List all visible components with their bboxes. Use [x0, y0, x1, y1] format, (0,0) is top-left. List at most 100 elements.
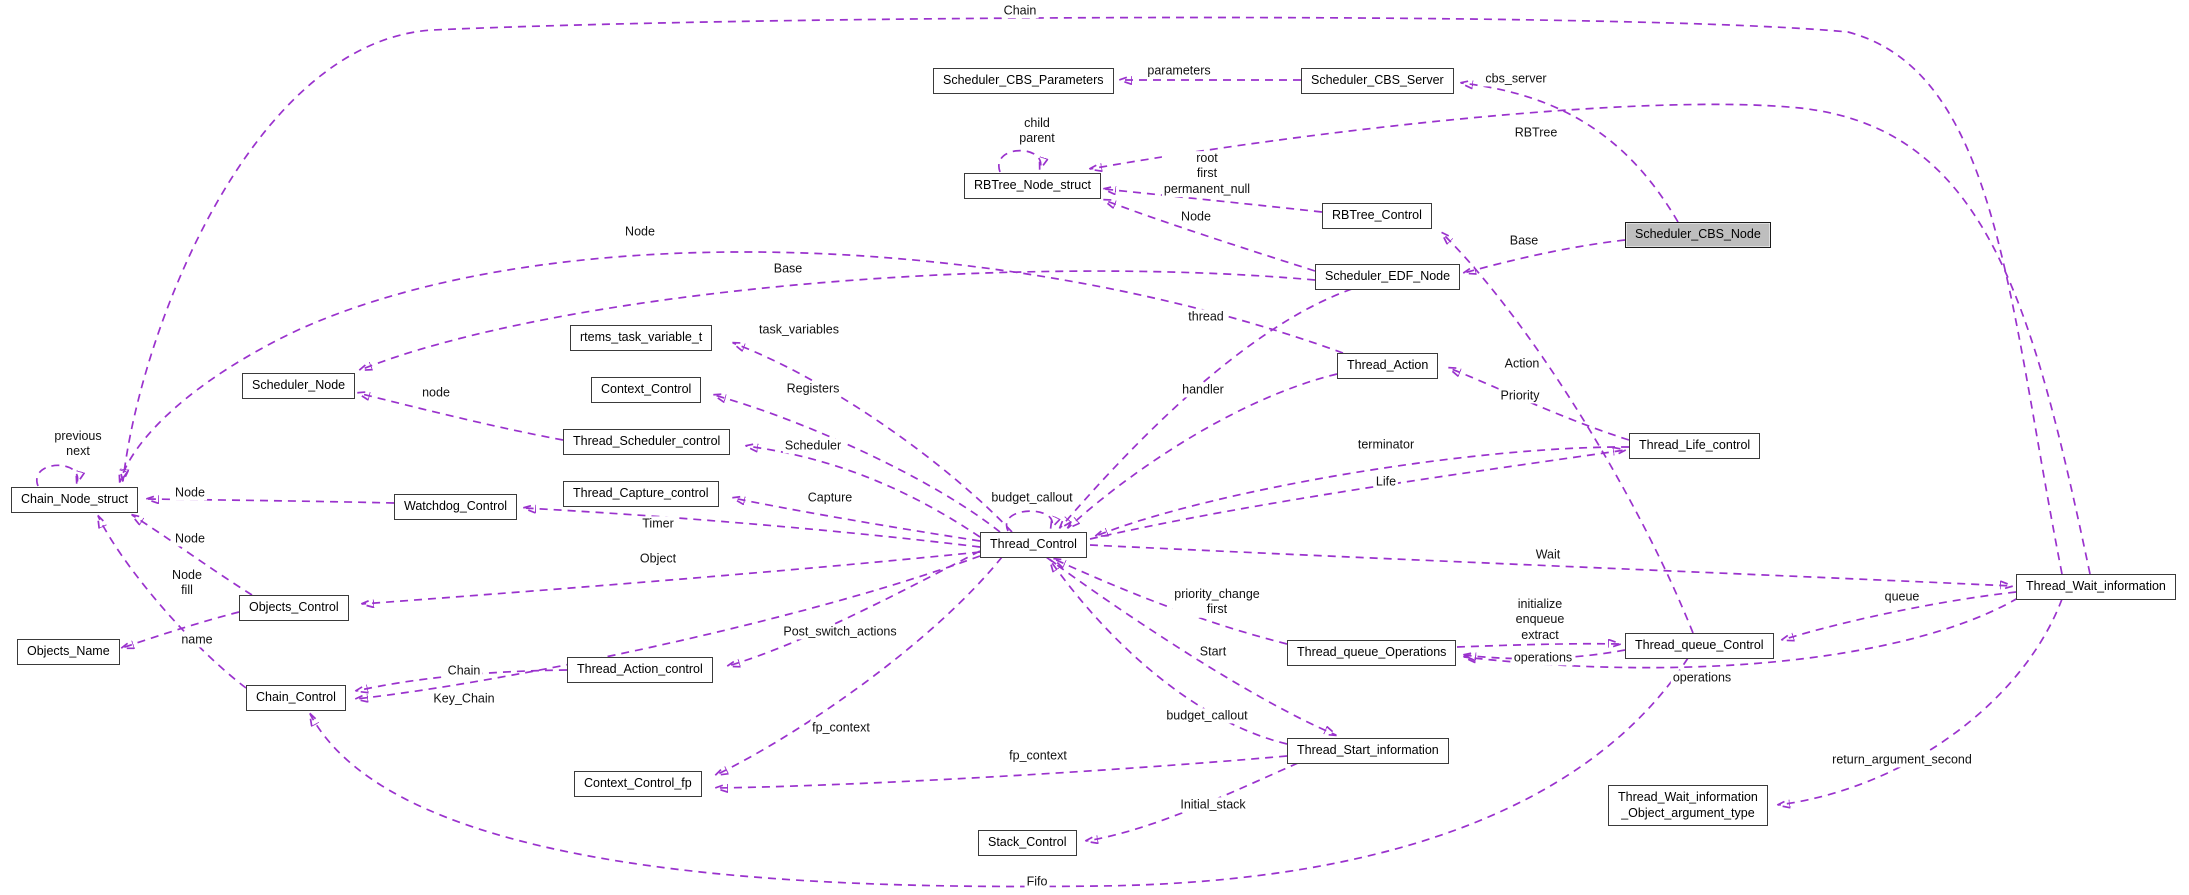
edge-label-thread: thread: [1186, 309, 1226, 325]
edge-priority-change-first: [1054, 559, 1288, 645]
edge-label-operations-2: operations: [1670, 670, 1734, 686]
node-objects-name[interactable]: Objects_Name: [17, 639, 120, 665]
edge-label-fifo: Fifo: [1024, 874, 1050, 890]
node-thread-start-information[interactable]: Thread_Start_information: [1287, 738, 1449, 764]
node-objects-control[interactable]: Objects_Control: [239, 595, 349, 621]
node-chain-node-struct[interactable]: Chain_Node_struct: [11, 487, 139, 513]
node-scheduler-cbs-server[interactable]: Scheduler_CBS_Server: [1301, 68, 1454, 94]
edge-label-budget-callout-self: budget_callout: [989, 490, 1075, 506]
edge-label-name: name: [179, 632, 215, 648]
edge-root-first-permanent-null: [1104, 189, 1323, 213]
edge-label-life: Life: [1373, 474, 1399, 490]
edge-label-base-cbs-edf: Base: [1507, 233, 1541, 249]
edge-label-child-parent: child parent: [1017, 115, 1057, 147]
edge-label-rbtree: RBTree: [1512, 125, 1560, 141]
edge-fifo: [310, 657, 1689, 888]
edge-label-start: Start: [1197, 644, 1229, 660]
node-thread-wait-information[interactable]: Thread_Wait_information: [2016, 574, 2176, 600]
edge-chain-top: [123, 16, 2063, 575]
node-scheduler-node[interactable]: Scheduler_Node: [242, 373, 356, 399]
edge-label-queue: queue: [1882, 589, 1922, 605]
edge-label-wait: Wait: [1533, 547, 1563, 563]
edge-child-parent-loop: [998, 149, 1041, 172]
edge-label-initialize-enqueue-extract: initialize enqueue extract: [1513, 597, 1567, 643]
node-context-control[interactable]: Context_Control: [591, 377, 702, 403]
edge-action: [1449, 368, 1630, 441]
edge-thread: [1060, 288, 1353, 528]
edge-label-priority: Priority: [1498, 388, 1542, 404]
edge-label-node-edf-rbtree: Node: [1179, 209, 1213, 225]
edge-capture: [733, 498, 981, 542]
edge-label-chain-top: Chain: [1001, 3, 1039, 19]
edge-rbtree: [1090, 103, 2091, 575]
edge-start: [1045, 556, 1336, 735]
edge-label-registers: Registers: [784, 381, 842, 397]
edge-fp-context-tc: [716, 556, 1003, 775]
edge-base-cbs-edf: [1464, 239, 1626, 273]
edge-timer: [524, 508, 981, 548]
edge-label-initial-stack: Initial_stack: [1178, 797, 1248, 813]
node-scheduler-cbs-node[interactable]: Scheduler_CBS_Node: [1625, 222, 1771, 248]
edge-queue: [1782, 591, 2017, 640]
edge-fp-context-start: [716, 755, 1288, 788]
node-thread-control[interactable]: Thread_Control: [980, 532, 1087, 558]
edge-label-timer: Timer: [640, 516, 676, 532]
node-thread-queue-operations[interactable]: Thread_queue_Operations: [1287, 640, 1457, 666]
edge-node-watchdog: [147, 499, 395, 503]
edge-scheduler: [746, 446, 981, 538]
edge-label-chain-tac: Chain: [445, 663, 483, 679]
node-thread-scheduler-control[interactable]: Thread_Scheduler_control: [563, 429, 731, 455]
edge-budget-callout-loop: [1005, 510, 1053, 531]
edge-registers: [714, 395, 1001, 533]
node-scheduler-edf-node[interactable]: Scheduler_EDF_Node: [1315, 264, 1461, 290]
edge-label-scheduler: Scheduler: [782, 438, 844, 454]
edge-label-capture: Capture: [805, 490, 855, 506]
edge-cbs-server: [1461, 83, 1679, 223]
edge-label-previous-next: previous next: [52, 428, 104, 460]
node-thread-life-control[interactable]: Thread_Life_control: [1629, 433, 1761, 459]
edge-node-edf-rbtree: [1104, 200, 1316, 272]
edge-label-fp-context-2: fp_context: [1007, 748, 1069, 764]
edge-node-tsc: [358, 393, 564, 441]
node-thread-wait-information-object-argument-type[interactable]: Thread_Wait_information _Object_argument…: [1608, 785, 1768, 827]
edge-key-chain: [356, 555, 981, 699]
node-chain-control[interactable]: Chain_Control: [246, 685, 346, 711]
node-thread-capture-control[interactable]: Thread_Capture_control: [563, 481, 719, 507]
edge-label-operations-1: operations: [1511, 650, 1575, 666]
edge-label-root-first-permanent-null: root first permanent_null: [1161, 151, 1253, 197]
edge-previous-next-loop: [35, 464, 78, 486]
edge-node-objects: [132, 515, 253, 596]
edge-label-action: Action: [1502, 356, 1542, 372]
edge-label-object: Object: [637, 551, 679, 567]
edge-task-variables: [733, 343, 1013, 533]
node-rbtree-node-struct[interactable]: RBTree_Node_struct: [964, 173, 1101, 199]
node-stack-control[interactable]: Stack_Control: [978, 830, 1077, 856]
edge-name: [122, 611, 240, 648]
node-context-control-fp[interactable]: Context_Control_fp: [574, 771, 702, 797]
node-watchdog-control[interactable]: Watchdog_Control: [394, 494, 518, 520]
edge-life: [1089, 450, 1625, 540]
edge-node-action-chain: [120, 251, 1344, 482]
node-thread-action[interactable]: Thread_Action: [1337, 353, 1439, 379]
edge-priority: [1442, 233, 1694, 634]
node-rbtree-control[interactable]: RBTree_Control: [1322, 203, 1432, 229]
edge-post-switch-actions: [728, 550, 981, 666]
edge-object: [362, 551, 981, 604]
edge-initialize-enqueue-extract: [1456, 644, 1620, 647]
edge-budget-callout-start: [1050, 560, 1288, 745]
edge-label-fp-context-1: fp_context: [810, 720, 872, 736]
edge-label-node-fill: Node fill: [170, 567, 204, 599]
edge-terminator: [1096, 446, 1630, 536]
edge-label-node-watchdog: Node: [173, 485, 207, 501]
edge-label-node-action-chain: Node: [623, 224, 657, 240]
edge-node-fill: [98, 516, 247, 689]
node-thread-queue-control[interactable]: Thread_queue_Control: [1625, 633, 1774, 659]
edge-label-cbs-server: cbs_server: [1483, 71, 1549, 87]
node-thread-action-control[interactable]: Thread_Action_control: [567, 657, 713, 683]
edge-label-post-switch-actions: Post_switch_actions: [781, 624, 899, 640]
edge-wait: [1089, 544, 2012, 586]
edge-label-budget-callout-start: budget_callout: [1164, 708, 1250, 724]
node-rtems-task-variable-t[interactable]: rtems_task_variable_t: [570, 325, 713, 351]
node-scheduler-cbs-parameters[interactable]: Scheduler_CBS_Parameters: [933, 68, 1114, 94]
